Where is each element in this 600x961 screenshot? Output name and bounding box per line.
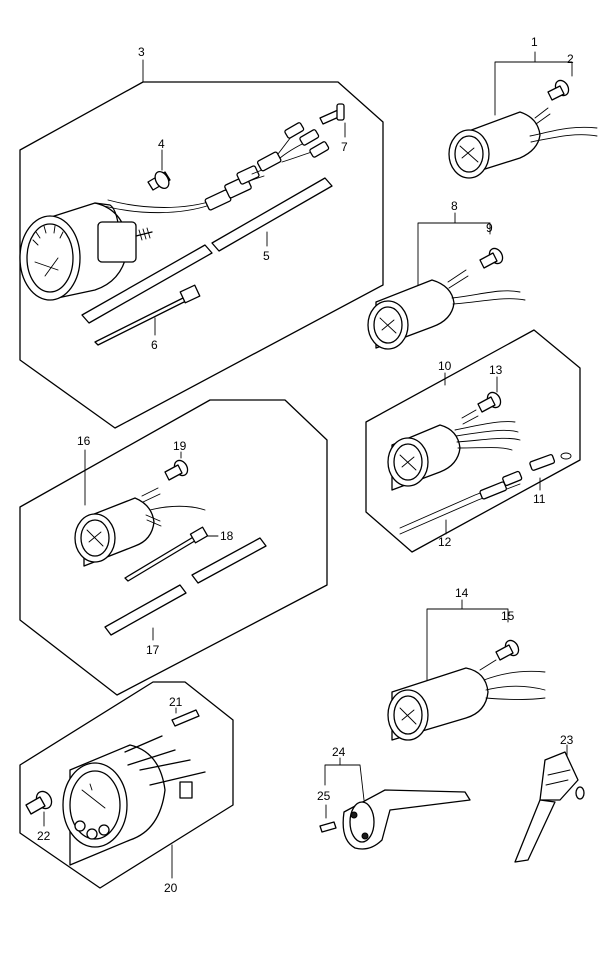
group-14-gauge-kit — [387, 599, 546, 741]
callout-14: 14 — [455, 586, 469, 600]
callout-labels: 1 2 3 4 5 6 7 8 9 10 11 12 13 14 15 16 1… — [37, 35, 574, 895]
callout-22: 22 — [37, 829, 51, 843]
callout-20: 20 — [164, 881, 178, 895]
callout-11: 11 — [533, 492, 546, 506]
callout-10: 10 — [438, 359, 452, 373]
callout-25: 25 — [317, 789, 331, 803]
callout-5: 5 — [263, 249, 270, 263]
group-1-gauge-kit — [448, 51, 598, 179]
callout-9: 9 — [486, 221, 493, 235]
callout-19: 19 — [173, 439, 187, 453]
group-10-gauge-kit — [365, 329, 581, 553]
group-24-bracket — [319, 757, 471, 850]
callout-13: 13 — [489, 363, 503, 377]
callout-7: 7 — [341, 140, 348, 154]
callout-1: 1 — [531, 35, 538, 49]
callout-3: 3 — [138, 45, 145, 59]
callout-4: 4 — [158, 137, 165, 151]
group-20-gauge-kit — [19, 681, 234, 889]
callout-17: 17 — [146, 643, 160, 657]
callout-24: 24 — [332, 745, 346, 759]
callout-12: 12 — [438, 535, 452, 549]
group-3-tachometer-kit — [19, 59, 384, 429]
group-8-gauge-kit — [367, 212, 526, 350]
callout-15: 15 — [501, 609, 515, 623]
callout-16: 16 — [77, 434, 91, 448]
callout-21: 21 — [169, 695, 183, 709]
callout-2: 2 — [567, 52, 574, 66]
callout-8: 8 — [451, 199, 458, 213]
callout-6: 6 — [151, 338, 158, 352]
callout-18: 18 — [220, 529, 234, 543]
callout-23: 23 — [560, 733, 574, 747]
part-23-sender — [514, 744, 585, 863]
group-16-gauge-kit — [19, 399, 328, 696]
